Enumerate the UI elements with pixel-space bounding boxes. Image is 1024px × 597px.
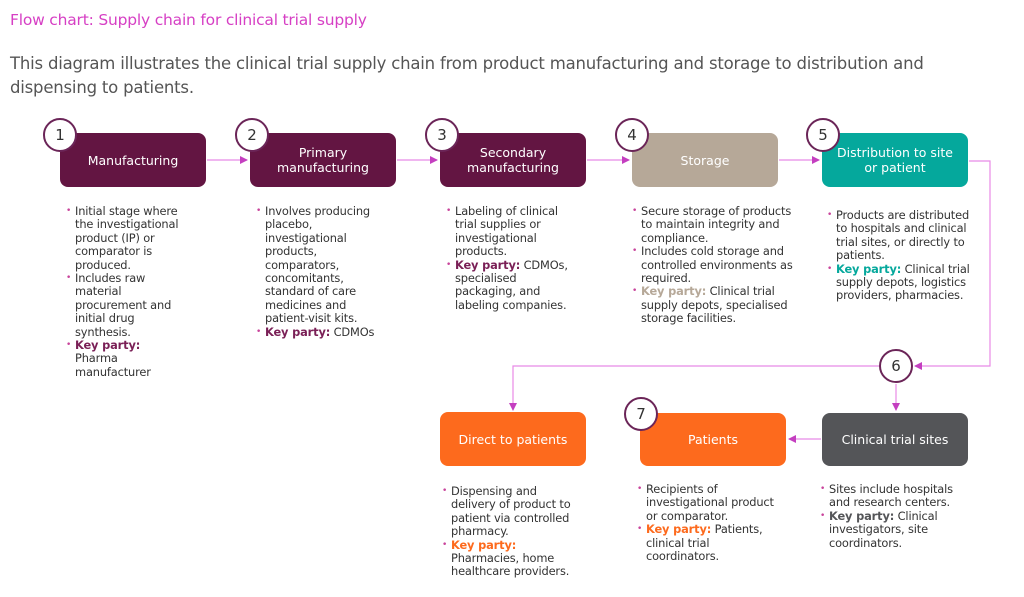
step-4-notes: Secure storage of products to maintain i… (632, 204, 794, 326)
step-number-badge: 1 (43, 118, 77, 152)
key-party-label: Key party: (75, 338, 141, 353)
step-3-notes: Labeling of clinical trial supplies or i… (446, 204, 574, 313)
note-item: Includes cold storage and controlled env… (632, 244, 794, 285)
key-party-value: CDMOs, specialised packaging, and labeli… (455, 257, 568, 312)
step-label: Manufacturing (87, 152, 179, 168)
patients-notes: Recipients of investigational product or… (637, 482, 777, 563)
key-party-item: Key party: Patients, clinical trial coor… (637, 523, 777, 563)
key-party-value: Clinical trial supply depots, specialise… (641, 284, 788, 326)
key-party-value: Clinical investigators, site coordinator… (829, 508, 938, 550)
step-number-badge: 6 (879, 349, 913, 383)
key-party-value: Pharma manufacturer (75, 351, 151, 379)
step-5-notes: Products are distributed to hospitals an… (827, 208, 973, 303)
key-party-label: Key party: (455, 257, 521, 272)
key-party-item: Key party: CDMOs, specialised packaging,… (446, 257, 574, 313)
step-secondary-manufacturing-box[interactable]: Secondary manufacturing (440, 133, 586, 187)
step-number-badge: 7 (624, 397, 658, 431)
note-item: Dispensing and delivery of product to pa… (442, 484, 582, 539)
key-party-label: Key party: (451, 537, 517, 552)
step-label: Secondary manufacturing (467, 145, 559, 175)
step-number-badge: 4 (615, 118, 649, 152)
step-2-notes: Involves producing placebo, investigatio… (256, 204, 378, 340)
direct-to-patients-notes: Dispensing and delivery of product to pa… (442, 484, 582, 579)
note-item: Labeling of clinical trial supplies or i… (446, 204, 574, 259)
step-clinical-trial-sites-box[interactable]: Clinical trial sites (822, 413, 968, 466)
step-primary-manufacturing-box[interactable]: Primary manufacturing (250, 133, 396, 187)
step-label: Distribution to site or patient (837, 145, 953, 175)
step-distribution-box[interactable]: Distribution to site or patient (822, 133, 968, 187)
key-party-value: Patients, clinical trial coordinators. (646, 522, 763, 564)
key-party-item: Key party: Pharma manufacturer (66, 338, 186, 379)
key-party-item: Key party:Pharmacies, home healthcare pr… (442, 537, 582, 579)
arrow-5-to-6 (914, 160, 991, 370)
key-party-value: Clinical trial supply depots, logistics … (836, 261, 970, 303)
diagram-title: Flow chart: Supply chain for clinical tr… (10, 11, 367, 29)
key-party-label: Key party: (829, 508, 895, 523)
step-number-badge: 5 (806, 118, 840, 152)
note-item: Secure storage of products to maintain i… (632, 204, 794, 245)
note-item: Initial stage where the investigational … (66, 204, 186, 272)
step-label: Direct to patients (458, 431, 568, 447)
step-patients-box[interactable]: Patients (640, 413, 786, 466)
step-label: Patients (687, 432, 739, 447)
step-label: Storage (680, 152, 730, 168)
step-label: Primary manufacturing (277, 145, 369, 175)
clinical-trial-sites-notes: Sites include hospitals and research cen… (820, 482, 965, 550)
step-number-badge: 2 (235, 118, 269, 152)
key-party-label: Key party: (265, 324, 331, 339)
step-label: Clinical trial sites (841, 432, 949, 447)
note-item: Recipients of investigational product or… (637, 482, 777, 523)
note-item: Involves producing placebo, investigatio… (256, 204, 378, 326)
key-party-item: Key party: CDMOs (256, 324, 378, 340)
step-manufacturing-box[interactable]: Manufacturing (60, 133, 206, 187)
key-party-label: Key party: (641, 284, 707, 299)
step-direct-to-patients-box[interactable]: Direct to patients (440, 412, 586, 466)
note-item: Sites include hospitals and research cen… (820, 482, 965, 510)
key-party-item: Key party: Clinical investigators, site … (820, 508, 965, 550)
key-party-value: CDMOs (333, 324, 375, 339)
key-party-label: Key party: (836, 261, 902, 276)
key-party-label: Key party: (646, 522, 712, 537)
note-item: Includes raw material procurement and in… (66, 271, 186, 339)
arrow-6-to-direct (509, 365, 879, 411)
key-party-item: Key party: Clinical trial supply depots,… (827, 261, 973, 303)
step-1-notes: Initial stage where the investigational … (66, 204, 186, 379)
note-item: Products are distributed to hospitals an… (827, 208, 973, 263)
key-party-value: Pharmacies, home healthcare providers. (451, 551, 570, 579)
step-number-badge: 3 (425, 118, 459, 152)
diagram-description: This diagram illustrates the clinical tr… (10, 54, 924, 97)
key-party-item: Key party: Clinical trial supply depots,… (632, 285, 794, 325)
step-storage-box[interactable]: Storage (632, 133, 778, 187)
